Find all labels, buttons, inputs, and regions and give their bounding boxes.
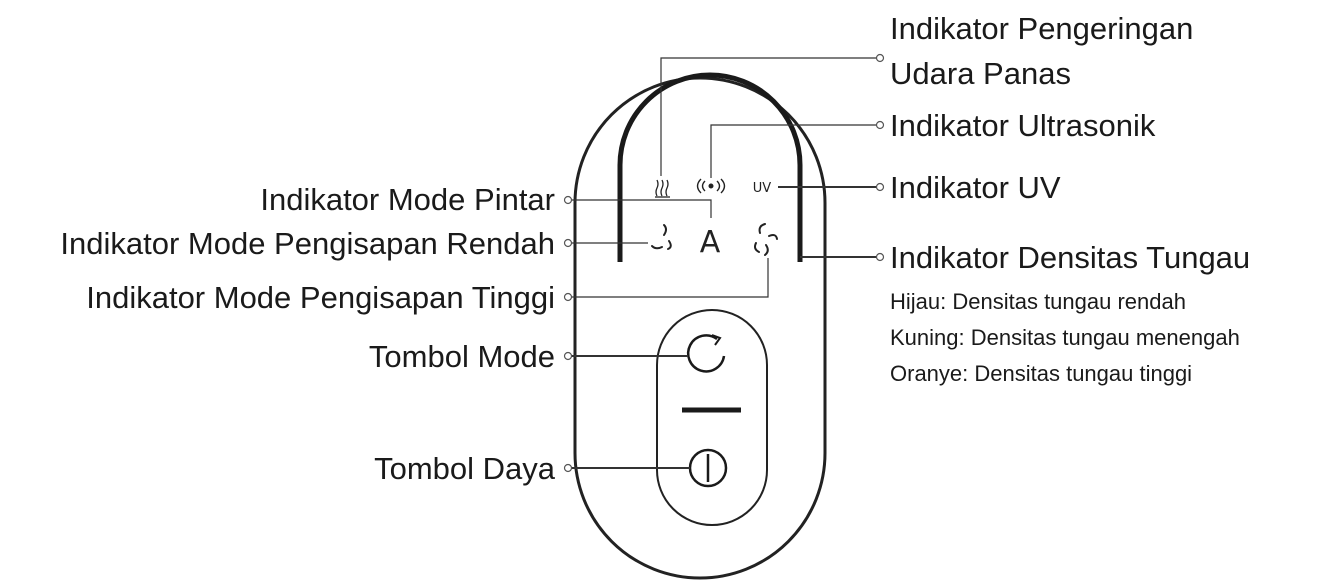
leader-dot-smart-mode — [563, 195, 573, 205]
leader-dot-low-suction — [563, 238, 573, 248]
fan-high-icon — [754, 223, 778, 256]
heat-waves-icon — [655, 179, 670, 198]
ultrasonic-icon — [696, 178, 726, 194]
leader-ultrasonic — [710, 124, 880, 178]
leader-smart-mode — [568, 199, 712, 218]
label-hot-air-line2: Udara Panas — [890, 56, 1071, 91]
leader-hot-air — [660, 57, 880, 176]
label-uv: Indikator UV — [890, 170, 1061, 205]
label-power-button: Tombol Daya — [374, 451, 556, 486]
label-mode-button: Tombol Mode — [369, 339, 555, 374]
smart-mode-icon: A — [700, 225, 721, 260]
label-low-suction: Indikator Mode Pengisapan Rendah — [60, 226, 555, 261]
mite-density-legend-green: Hijau: Densitas tungau rendah — [890, 289, 1186, 314]
label-mite-density: Indikator Densitas Tungau — [890, 240, 1250, 275]
uv-icon: UV — [753, 181, 772, 196]
label-ultrasonic: Indikator Ultrasonik — [890, 108, 1156, 143]
leader-high-suction — [568, 258, 769, 298]
leader-dot-ultrasonic — [875, 120, 885, 130]
label-high-suction: Indikator Mode Pengisapan Tinggi — [86, 280, 555, 315]
leader-dot-mite-density — [875, 252, 885, 262]
leader-dot-high-suction — [563, 292, 573, 302]
label-hot-air-line1: Indikator Pengeringan — [890, 11, 1193, 46]
label-smart-mode: Indikator Mode Pintar — [260, 182, 555, 217]
leader-dot-mode-button — [563, 351, 573, 361]
button-pill — [656, 309, 768, 526]
mode-cycle-icon[interactable] — [687, 334, 726, 373]
fan-low-icon — [651, 224, 672, 250]
mite-density-arc — [617, 72, 803, 262]
leader-dot-hot-air — [875, 53, 885, 63]
mite-density-legend-orange: Oranye: Densitas tungau tinggi — [890, 361, 1192, 386]
leader-dot-uv — [875, 182, 885, 192]
mite-density-legend-yellow: Kuning: Densitas tungau menengah — [890, 325, 1240, 350]
leader-dot-power-button — [563, 463, 573, 473]
